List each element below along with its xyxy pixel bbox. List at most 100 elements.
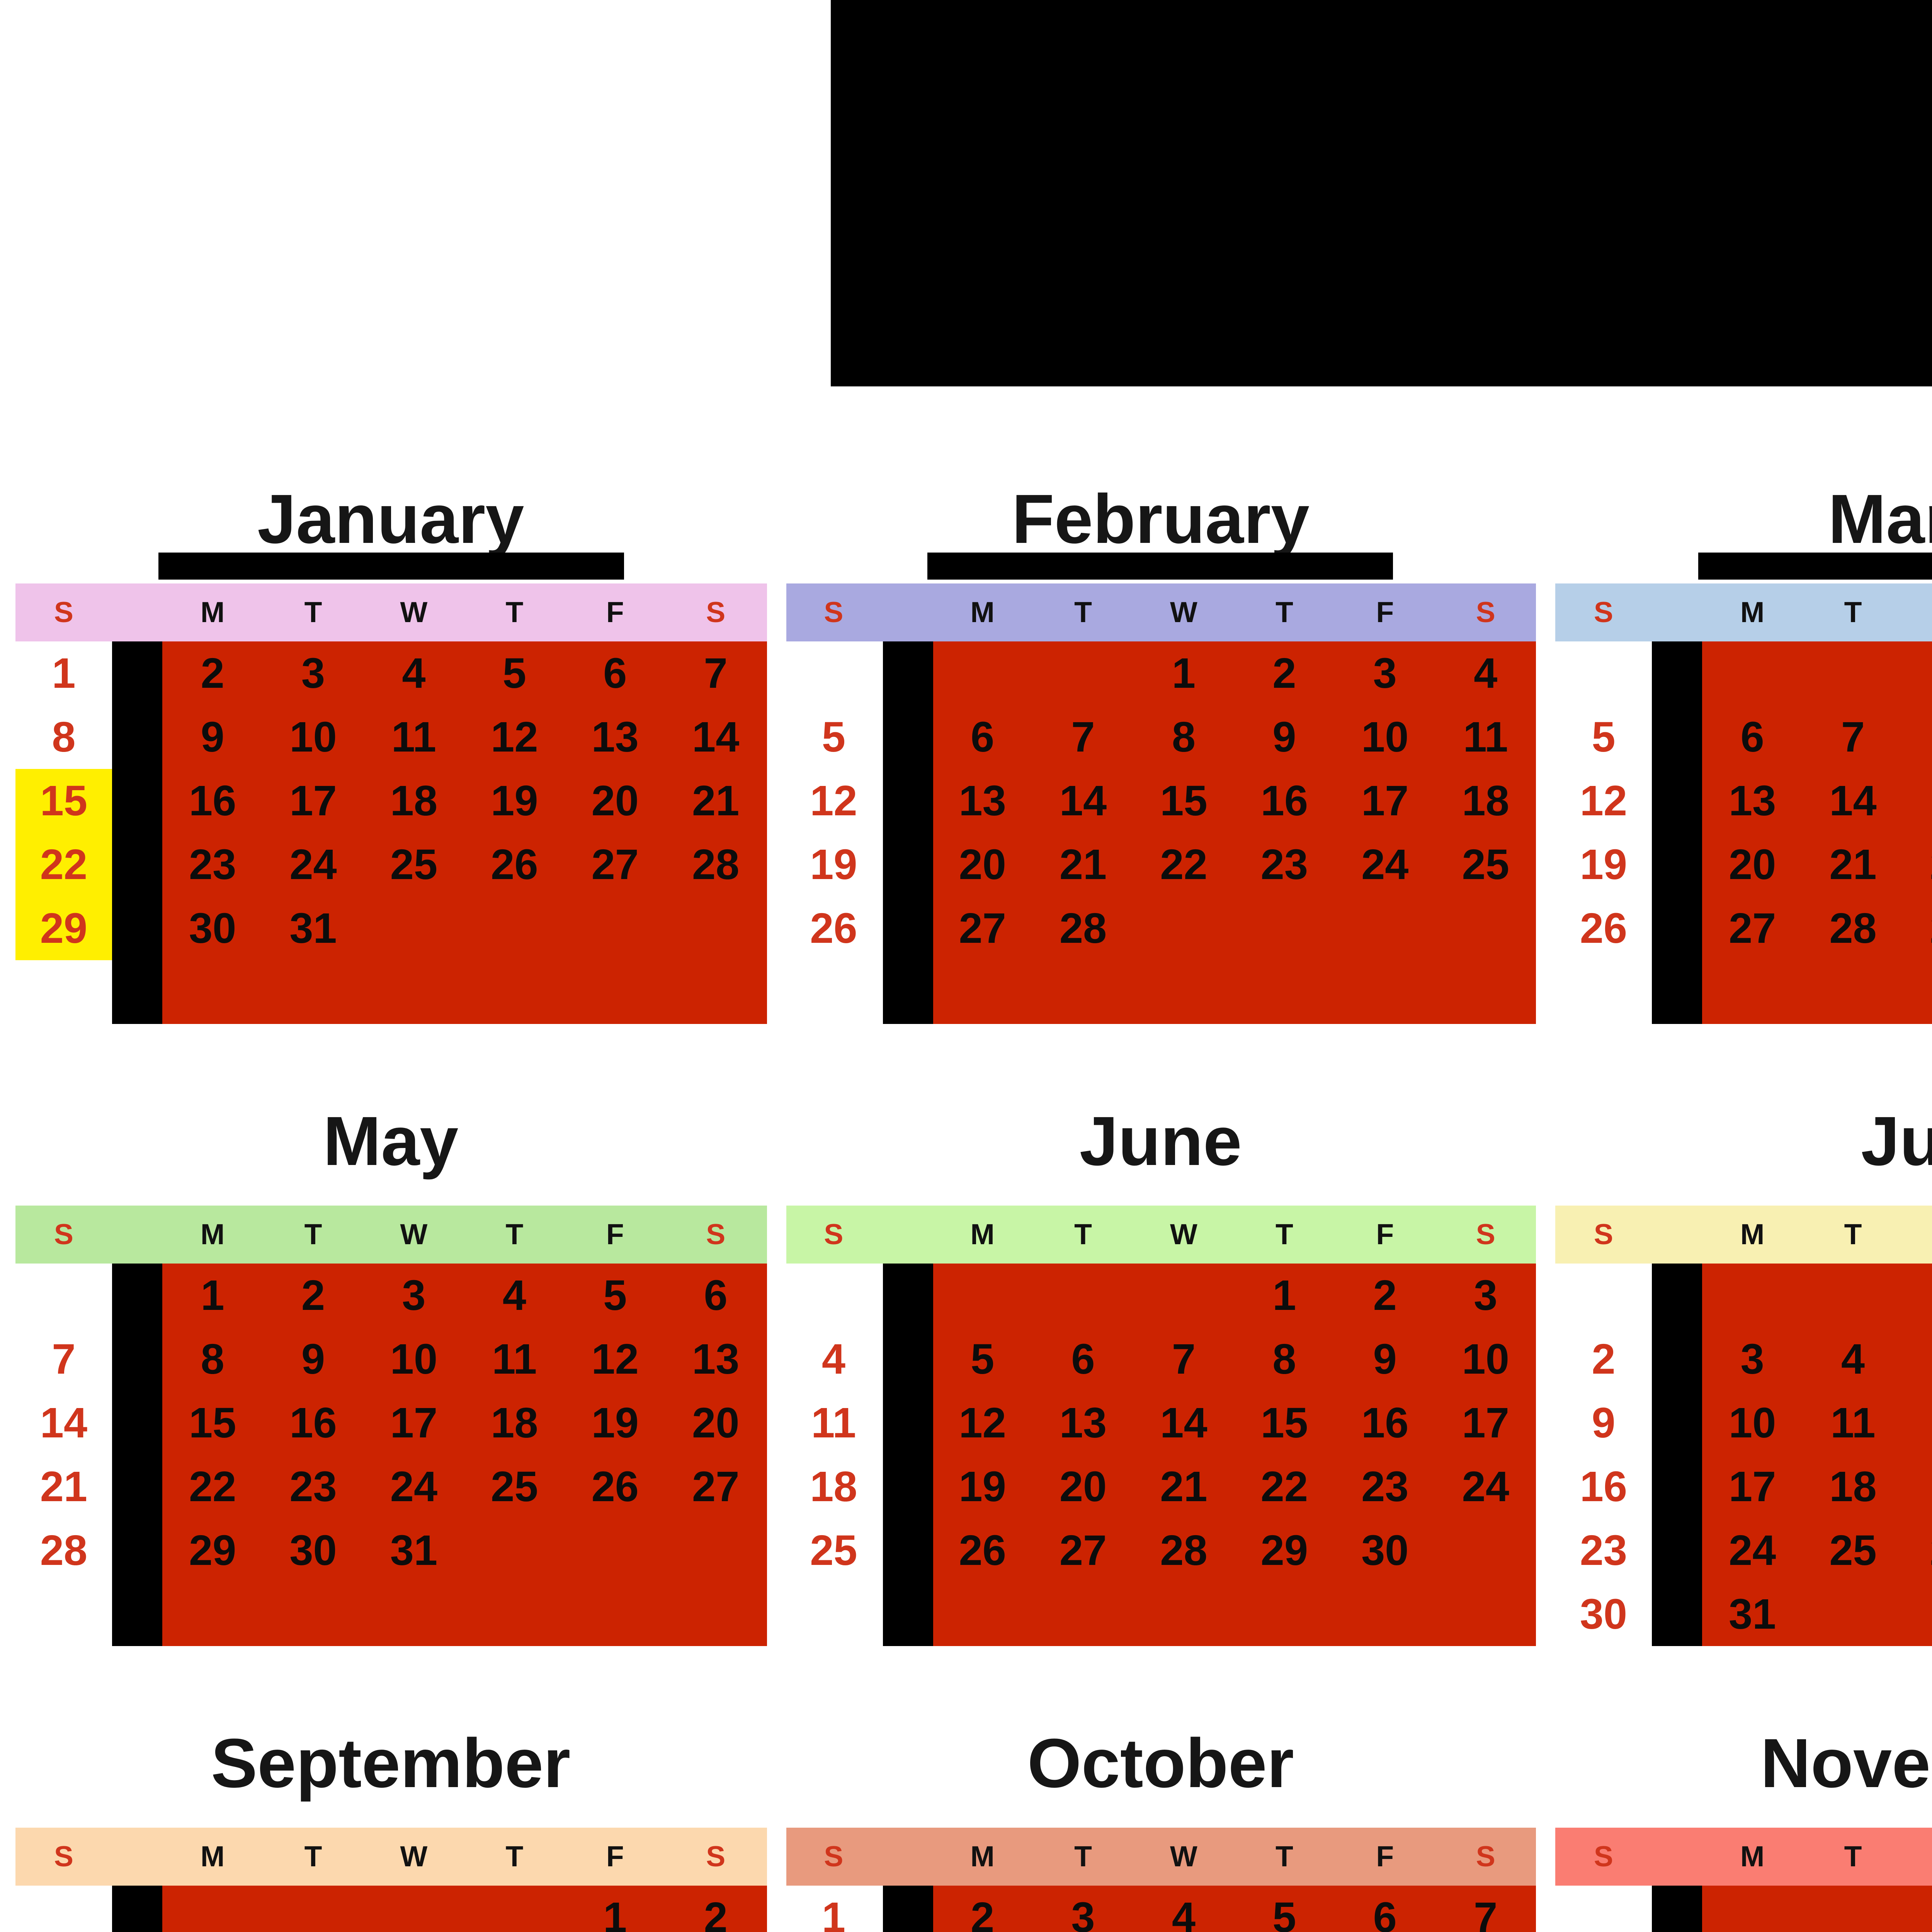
date-cell: 9: [1272, 712, 1296, 760]
date-cell: [1335, 896, 1435, 960]
sunday-date-cell: 5: [1592, 712, 1616, 760]
weekday-label: M: [970, 1840, 995, 1873]
date-cell: 5: [971, 1334, 995, 1383]
date-cell: 8: [1172, 712, 1196, 760]
date-cell: 27: [1059, 1525, 1107, 1574]
date-cell: 20: [692, 1398, 740, 1446]
weekday-label: F: [606, 1840, 624, 1873]
date-cell: 11: [391, 712, 437, 760]
date-cell: 8: [1272, 1334, 1296, 1383]
date-cell: 26: [959, 1525, 1006, 1574]
date-cell: 11: [1463, 712, 1508, 760]
date-cell: [1803, 1264, 1903, 1327]
weekday-label: S: [1476, 1840, 1495, 1873]
date-cell: [932, 1264, 1033, 1327]
date-cell: 13: [692, 1334, 740, 1383]
sunday-date-cell: 25: [810, 1525, 857, 1574]
date-cell: 4: [402, 648, 426, 697]
date-cell: 17: [1728, 1461, 1776, 1510]
date-cell: 9: [1373, 1334, 1397, 1383]
month-title-text: May: [323, 1101, 459, 1180]
date-cell: 7: [1071, 712, 1095, 760]
date-grid-red-background: [932, 1264, 1536, 1646]
date-cell: 22: [189, 1461, 236, 1510]
date-cell: 25: [491, 1461, 538, 1510]
weekday-label: F: [1376, 596, 1394, 629]
date-cell: 13: [959, 776, 1006, 824]
date-cell: 7: [1172, 1334, 1196, 1383]
date-cell: [1702, 1886, 1803, 1932]
date-cell: 19: [1903, 1455, 1932, 1519]
date-cell: 22: [1160, 839, 1208, 888]
left-black-bar: [1652, 641, 1702, 1024]
date-cell: [565, 1519, 665, 1582]
date-cell: [1803, 1886, 1903, 1932]
sunday-date-cell: 5: [821, 712, 846, 760]
left-black-bar: [1652, 1886, 1702, 1932]
date-cell: 6: [971, 712, 995, 760]
date-cell: [1133, 1264, 1234, 1327]
weekday-label: S: [1594, 1840, 1613, 1873]
month-title: July: [1555, 1104, 1932, 1206]
date-cell: 16: [189, 776, 236, 824]
date-cell: 28: [1059, 903, 1107, 952]
date-cell: 14: [1829, 776, 1877, 824]
weekday-label: S: [54, 596, 73, 629]
weekday-label: F: [606, 596, 624, 629]
date-cell: 8: [1903, 705, 1932, 769]
sunday-date-cell: 12: [810, 776, 857, 824]
weekday-label: T: [1074, 1840, 1092, 1873]
date-cell: 24: [390, 1461, 438, 1510]
date-cell: 10: [289, 712, 337, 760]
date-cell: [464, 896, 565, 960]
weekday-label: T: [505, 1840, 524, 1873]
date-cell: [464, 1519, 565, 1582]
date-cell: 17: [390, 1398, 438, 1446]
date-cell: 21: [692, 776, 740, 824]
date-cell: 2: [1373, 1270, 1397, 1319]
date-cell: 10: [1728, 1398, 1776, 1446]
sunday-date-cell: 9: [1592, 1398, 1616, 1446]
date-cell: 30: [1361, 1525, 1409, 1574]
weekday-label: T: [304, 1218, 322, 1251]
sunday-date-cell: [1555, 1886, 1652, 1932]
date-cell: 28: [1829, 903, 1877, 952]
sunday-date-cell: 14: [40, 1398, 88, 1446]
date-cell: 12: [1903, 1391, 1932, 1455]
date-cell: 9: [201, 712, 224, 760]
left-black-bar: [1652, 1264, 1702, 1646]
date-cell: [1803, 1582, 1903, 1646]
weekday-label: T: [1275, 1840, 1293, 1873]
sunday-date-cell: 29: [15, 896, 112, 960]
weekday-label: M: [200, 1840, 225, 1873]
date-cell: 11: [1830, 1398, 1876, 1446]
sunday-date-cell: 26: [810, 903, 857, 952]
weekday-label: S: [824, 596, 844, 629]
date-cell: 20: [1728, 839, 1776, 888]
date-cell: 28: [1160, 1525, 1208, 1574]
date-cell: 20: [1059, 1461, 1107, 1510]
date-cell: 6: [1071, 1334, 1095, 1383]
date-cell: 22: [1260, 1461, 1308, 1510]
date-cell: 7: [1841, 712, 1865, 760]
date-cell: 8: [201, 1334, 224, 1383]
date-cell: 3: [1474, 1270, 1498, 1319]
date-cell: 14: [692, 712, 740, 760]
date-cell: 6: [1740, 712, 1764, 760]
month-title-underline: [158, 553, 624, 580]
date-cell: 26: [491, 839, 538, 888]
date-cell: 19: [591, 1398, 639, 1446]
date-grid: 1234567891011121314151617181920212223242…: [1555, 641, 1932, 1024]
sunday-date-cell: 22: [15, 833, 112, 896]
date-cell: 23: [289, 1461, 337, 1510]
date-cell: 25: [1829, 1525, 1877, 1574]
date-cell: 16: [1260, 776, 1308, 824]
weekday-label: W: [1170, 1840, 1197, 1873]
sunday-date-cell: 1: [52, 648, 76, 697]
